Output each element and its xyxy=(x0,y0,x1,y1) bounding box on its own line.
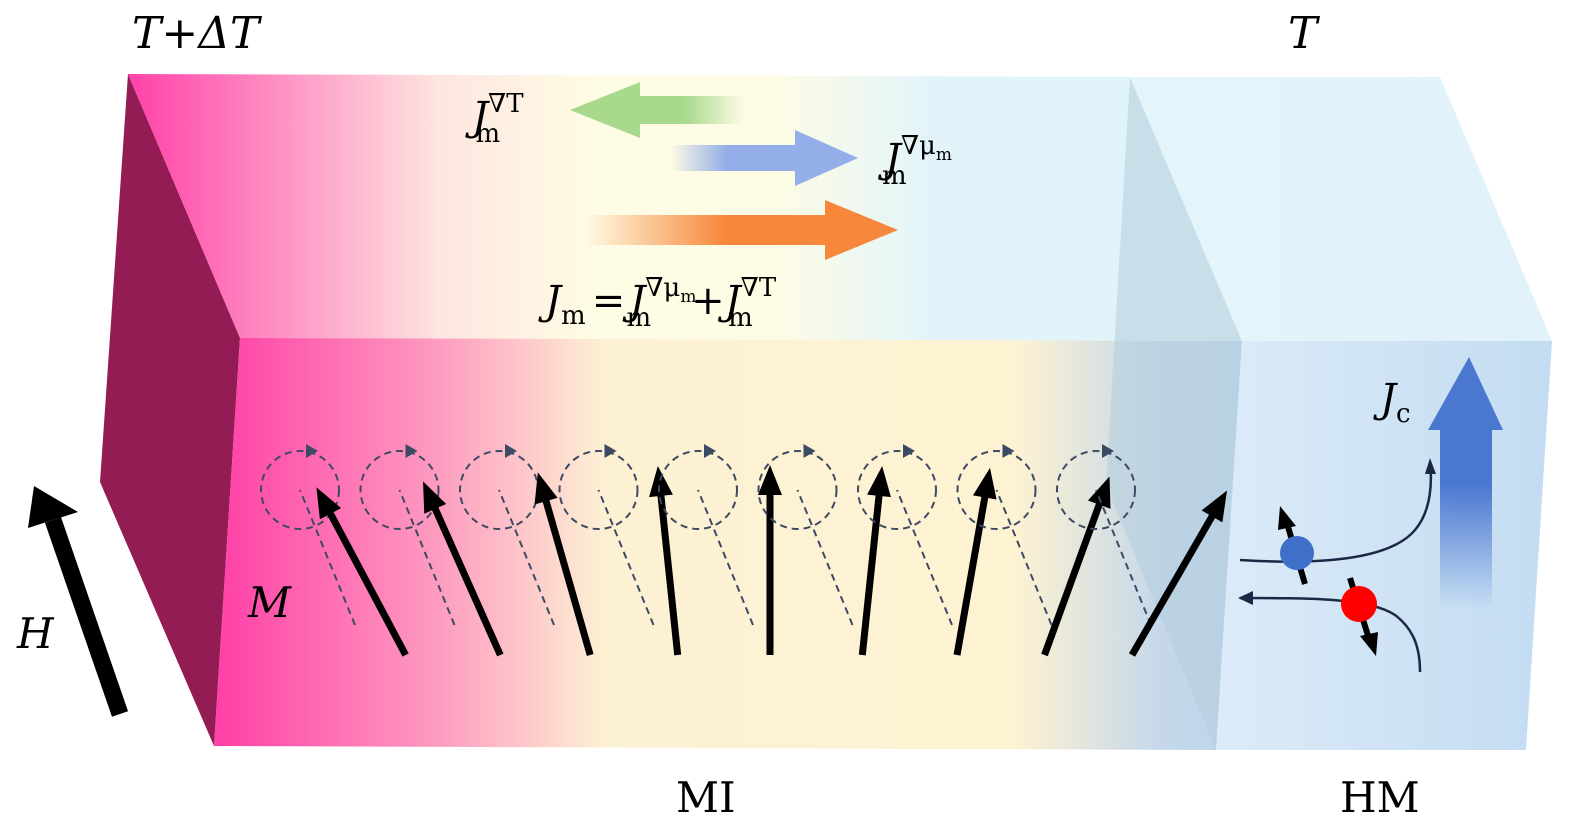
precession-cone-circle xyxy=(956,450,1037,530)
lower-electron-path xyxy=(1239,596,1422,673)
precession-direction-arrowhead xyxy=(505,444,517,458)
upper-path-arrowhead xyxy=(1425,458,1436,474)
mi-label: MI xyxy=(676,773,736,822)
precession-cone-circle xyxy=(359,450,440,530)
mi-left-face xyxy=(100,74,240,746)
hot-temperature-label: T+ΔT xyxy=(132,8,263,59)
magnetization-arrow-shaft xyxy=(428,500,504,657)
hm-top-face xyxy=(1130,77,1552,341)
cold-temperature-label: T xyxy=(1288,8,1321,59)
magnetization-arrowhead xyxy=(534,472,558,505)
precession-direction-arrowhead xyxy=(803,444,816,458)
precession-axis-line xyxy=(398,489,456,626)
mi-front-face xyxy=(214,338,1242,750)
precession-axis-line xyxy=(697,489,754,626)
spin-2 xyxy=(359,444,504,657)
magnetization-arrowhead xyxy=(1087,476,1111,509)
spin-5 xyxy=(658,444,782,655)
magnetization-arrow-shaft xyxy=(540,492,594,656)
precession-direction-arrowhead xyxy=(604,444,617,458)
precession-direction-arrowhead xyxy=(405,444,418,458)
spin-1 xyxy=(260,444,409,657)
spin-7 xyxy=(857,444,997,656)
jm-gradmu-arrow xyxy=(670,130,858,186)
precession-axis-line xyxy=(597,489,655,626)
lower-path-arrowhead xyxy=(1238,591,1253,605)
magnon-arrows xyxy=(570,82,898,260)
magnetization-arrowhead xyxy=(316,487,342,520)
spin-9 xyxy=(1056,444,1227,657)
precession-cone-circle xyxy=(857,450,937,530)
spin-4 xyxy=(558,444,682,656)
precession-cone-circle xyxy=(558,450,639,530)
spin-8 xyxy=(956,444,1111,657)
magnetization-arrowhead xyxy=(1201,490,1227,523)
field-label: H xyxy=(16,609,55,658)
precession-cone-circle xyxy=(260,450,340,530)
precession-axis-line xyxy=(498,489,555,626)
precession-axis-line xyxy=(896,489,953,626)
spin-array xyxy=(260,444,1227,657)
precession-cone-circle xyxy=(1056,450,1136,530)
mi-slab xyxy=(100,74,1242,750)
magnetization-arrowhead xyxy=(867,466,891,498)
precession-cone-circle xyxy=(658,450,738,530)
precession-direction-arrowhead xyxy=(1002,444,1015,458)
precession-axis-line xyxy=(1095,489,1152,626)
magnetization-arrowhead xyxy=(649,466,673,498)
charge-current-arrow xyxy=(1428,357,1503,610)
precession-axis-line xyxy=(796,489,854,626)
magnetization-arrow-shaft xyxy=(656,487,682,656)
magnetization-arrowhead xyxy=(972,467,997,500)
magnetization-arrow-shaft xyxy=(323,505,409,657)
spin-up-electron xyxy=(1278,506,1314,585)
magnetization-label: M xyxy=(247,578,292,627)
field-arrow xyxy=(28,486,129,717)
spin-6 xyxy=(757,444,891,656)
spin-3 xyxy=(459,444,594,656)
precession-cone-circle xyxy=(757,450,838,530)
magnetization-arrowhead xyxy=(423,481,447,514)
jm-gradT-arrow xyxy=(570,82,745,138)
mi-top-face xyxy=(128,74,1242,341)
precession-direction-arrowhead xyxy=(704,444,716,458)
magnetization-arrow-shaft xyxy=(953,488,990,656)
interface-face xyxy=(1106,77,1242,750)
spin-down-electron xyxy=(1341,577,1378,656)
precession-direction-arrowhead xyxy=(903,444,915,458)
magnetization-arrowhead xyxy=(758,465,782,495)
precession-direction-arrowhead xyxy=(1102,444,1114,458)
precession-axis-line xyxy=(995,489,1053,626)
magnetization-arrow-shaft xyxy=(1041,495,1106,657)
hm-label: HM xyxy=(1340,773,1420,822)
precession-axis-line xyxy=(299,489,356,626)
magnetization-arrow-shaft xyxy=(1128,507,1220,657)
jm-total-arrow xyxy=(585,200,898,260)
precession-direction-arrowhead xyxy=(306,444,318,458)
magnetization-arrow-shaft xyxy=(858,487,884,656)
